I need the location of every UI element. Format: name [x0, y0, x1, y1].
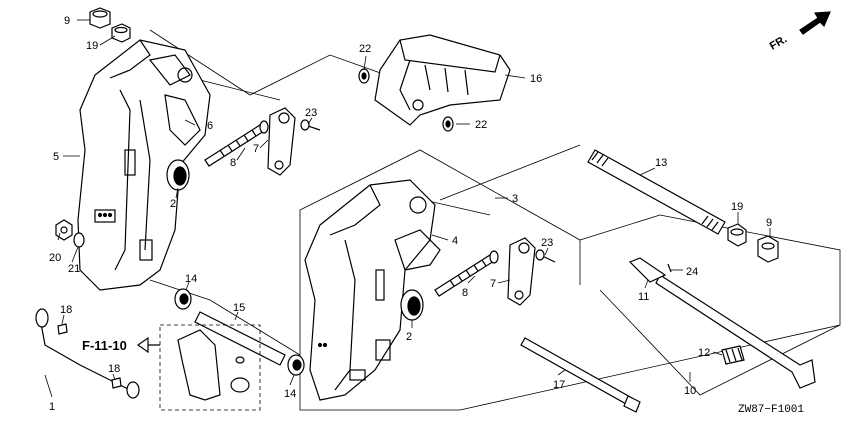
tilt-tube-13 [587, 149, 726, 235]
washer-22-upper [358, 68, 370, 84]
callout-labels: 9 19 5 6 7 8 2 23 22 22 16 3 4 8 7 2 23 … [49, 15, 772, 413]
leader-lines [44, 19, 771, 398]
washer-21 [73, 232, 85, 248]
callout-15: 15 [233, 302, 245, 314]
callout-23: 23 [541, 237, 553, 249]
callout-13: 13 [655, 157, 667, 169]
callout-8: 8 [462, 287, 468, 299]
callout-2: 2 [406, 331, 412, 343]
swivel-bracket-16 [374, 34, 511, 126]
bolt-8-left [204, 120, 269, 167]
right-stern-bracket [304, 179, 441, 401]
bracket-7-left [267, 107, 296, 176]
reference-arrow: F-11-10 [82, 336, 160, 354]
left-stern-bracket [77, 39, 211, 291]
callout-7: 7 [253, 143, 259, 155]
bushing-14-lower [287, 354, 305, 376]
bolt-8-right [434, 250, 499, 297]
callout-2: 2 [170, 198, 176, 210]
callout-21: 21 [68, 263, 80, 275]
screw-23-left [300, 119, 321, 131]
callout-23: 23 [305, 107, 317, 119]
callout-5: 5 [53, 151, 59, 163]
reference-box [159, 324, 261, 411]
reference-label: F-11-10 [82, 338, 127, 353]
bracket-7-right [507, 237, 536, 306]
washer-19-right [727, 223, 747, 247]
spring-12 [721, 345, 745, 365]
callout-14: 14 [284, 388, 296, 400]
callout-22: 22 [359, 43, 371, 55]
bolt-18-upper [57, 323, 68, 335]
bushing-14-upper [174, 288, 192, 310]
screw-23-right [535, 249, 556, 263]
callout-7: 7 [490, 278, 496, 290]
direction-label: FR. [768, 33, 789, 52]
pin-24 [667, 263, 672, 273]
callout-18: 18 [60, 304, 72, 316]
callout-17: 17 [553, 379, 565, 391]
callout-18: 18 [108, 363, 120, 375]
right-assembly-guide-lines [299, 144, 841, 411]
callout-4: 4 [452, 235, 458, 247]
bolt-18-lower [111, 377, 122, 389]
callout-20: 20 [49, 252, 61, 264]
callout-9: 9 [64, 15, 70, 27]
callout-19: 19 [731, 201, 743, 213]
diagram-code: ZW87−F1001 [738, 404, 804, 416]
tilt-lock-rod-10 [655, 274, 816, 389]
callout-10: 10 [684, 385, 696, 397]
callout-19: 19 [86, 40, 98, 52]
callout-1: 1 [49, 401, 55, 413]
arrow-left-icon [136, 336, 160, 354]
callout-8: 8 [230, 157, 236, 169]
bolt-17 [520, 337, 641, 413]
callout-3: 3 [512, 193, 518, 205]
callout-16: 16 [530, 73, 542, 85]
nut-20 [55, 219, 73, 241]
nut-9-right [757, 235, 779, 263]
forward-direction-indicator: FR. [768, 11, 831, 53]
washer-19-top-left [111, 23, 131, 43]
callout-12: 12 [698, 347, 710, 359]
callout-14: 14 [185, 273, 197, 285]
ground-cable-1 [35, 308, 140, 399]
lever-11 [628, 257, 667, 283]
callout-24: 24 [686, 266, 698, 278]
callout-22: 22 [475, 119, 487, 131]
forward-arrow-icon [799, 11, 831, 35]
washer-22-lower [442, 116, 454, 132]
callout-9: 9 [766, 217, 772, 229]
nut-9-top-left [89, 7, 111, 29]
washer-2-right [400, 289, 424, 321]
callout-11: 11 [638, 291, 649, 303]
callout-6: 6 [207, 120, 213, 132]
washer-2-left [166, 159, 190, 191]
